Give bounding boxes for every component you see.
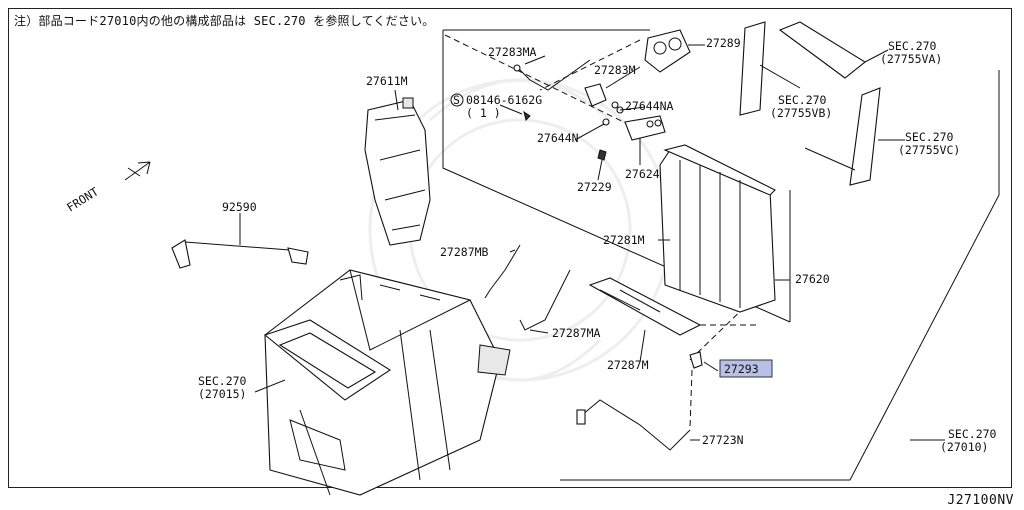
part-27287MA[interactable] bbox=[519, 269, 571, 331]
label-sec270-27010: SEC.270 bbox=[948, 427, 997, 441]
part-27289[interactable] bbox=[644, 29, 691, 73]
label-sec270-vc-sub: (27755VC) bbox=[898, 143, 960, 157]
label-08146-6162G: 08146-6162G bbox=[466, 93, 542, 107]
part-27281M[interactable] bbox=[659, 144, 776, 313]
label-27283M: 27283M bbox=[594, 63, 636, 77]
label-27624: 27624 bbox=[625, 167, 660, 181]
label-sec270-vb-sub: (27755VB) bbox=[770, 106, 832, 120]
part-27624[interactable] bbox=[624, 115, 666, 141]
front-label: FRONT bbox=[64, 184, 101, 214]
label-sec270-va: SEC.270 bbox=[888, 39, 937, 53]
leader-lines bbox=[239, 44, 945, 441]
diagram-frame bbox=[8, 8, 1012, 488]
part-27283M[interactable] bbox=[584, 83, 619, 109]
part-27755VC[interactable] bbox=[804, 87, 881, 186]
label-27287M: 27287M bbox=[607, 358, 649, 372]
label-27229: 27229 bbox=[577, 180, 612, 194]
s-symbol-circle bbox=[450, 93, 464, 107]
part-27287M[interactable] bbox=[588, 277, 702, 336]
label-27644NA: 27644NA bbox=[625, 99, 674, 113]
label-sec270-27010-sub: (27010) bbox=[940, 440, 988, 454]
part-27287MB[interactable] bbox=[484, 244, 521, 299]
highlight-27293[interactable] bbox=[719, 359, 773, 378]
assembly-outline-27010 bbox=[442, 29, 1000, 481]
part-27723N[interactable] bbox=[576, 369, 693, 451]
part-27611M[interactable] bbox=[364, 97, 431, 246]
reference-note: 注）部品コード27010内の他の構成部品は SEC.270 を参照してください。 bbox=[14, 14, 435, 28]
label-27611M: 27611M bbox=[366, 74, 408, 88]
diagram-code: J27100NV bbox=[947, 493, 1014, 508]
label-sec270-27015: SEC.270 bbox=[198, 374, 247, 388]
front-arrow: FRONT bbox=[64, 161, 151, 215]
label-sec270-27015-sub: (27015) bbox=[198, 387, 246, 401]
label-27723N: 27723N bbox=[702, 433, 744, 447]
fasteners bbox=[523, 106, 624, 161]
label-27644N: 27644N bbox=[537, 131, 579, 145]
label-27287MA: 27287MA bbox=[552, 326, 601, 340]
label-92590: 92590 bbox=[222, 200, 257, 214]
part-27755VA[interactable] bbox=[778, 21, 866, 79]
heater-unit-27015[interactable] bbox=[263, 269, 511, 496]
label-sec270-va-sub: (27755VA) bbox=[880, 52, 942, 66]
part-27283MA[interactable] bbox=[513, 59, 591, 91]
s-symbol: S bbox=[453, 93, 460, 107]
label-27289: 27289 bbox=[706, 36, 741, 50]
label-sec270-vc: SEC.270 bbox=[905, 130, 954, 144]
label-27281M: 27281M bbox=[603, 233, 645, 247]
part-27293[interactable] bbox=[689, 351, 703, 369]
label-27283MA: 27283MA bbox=[488, 45, 537, 59]
part-27755VB[interactable] bbox=[739, 21, 766, 116]
label-27293[interactable]: 27293 bbox=[724, 362, 759, 376]
part-92590[interactable] bbox=[171, 239, 309, 269]
label-27620: 27620 bbox=[795, 272, 830, 286]
label-27287MB: 27287MB bbox=[440, 245, 489, 259]
label-sec270-vb: SEC.270 bbox=[778, 93, 827, 107]
label-08146-qty: ( 1 ) bbox=[466, 106, 501, 120]
